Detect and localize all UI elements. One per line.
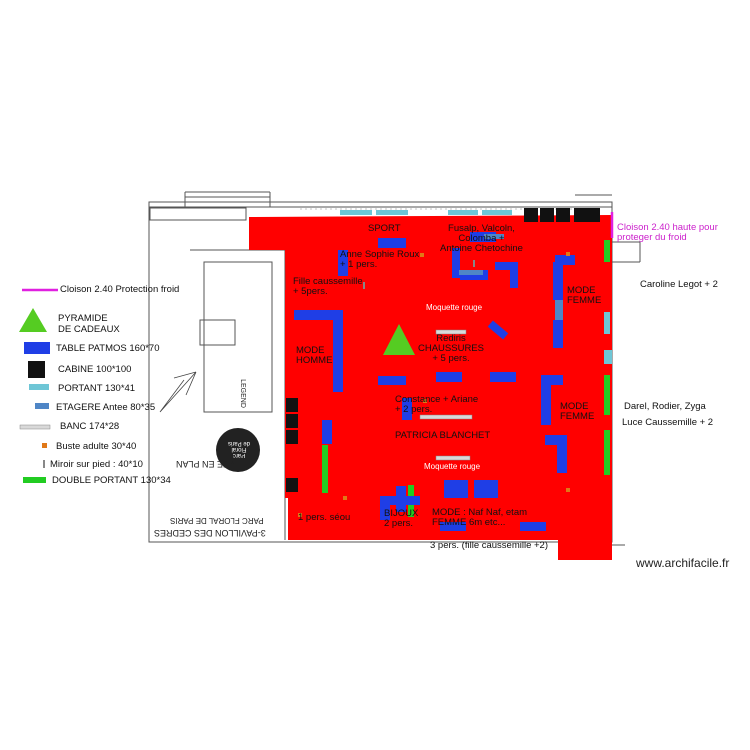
label-moquette-2: Moquette rouge — [424, 462, 481, 471]
cabins — [286, 208, 600, 492]
legend-portant-label: PORTANT 130*41 — [58, 383, 136, 394]
bustes — [298, 252, 570, 517]
legend-banc-label: BANC 174*28 — [60, 421, 120, 432]
red-carpet-floor — [249, 215, 612, 560]
label-mode-homme: MODE HOMME — [296, 345, 333, 366]
legend-pyramide-label: PYRAMIDE DE CADEAUX — [58, 313, 120, 335]
legend-etagere-label: ETAGERE Antee 80*35 — [56, 402, 156, 413]
legend-buste-label: Buste adulte 30*40 — [56, 441, 137, 452]
legend-table-swatch — [24, 342, 50, 354]
label-cloison-right: Cloison 2.40 haute pour proteger du froi… — [617, 222, 718, 243]
legend-pyramide-icon — [19, 308, 47, 332]
north-arrow-icon — [159, 371, 197, 413]
label-patricia: PATRICIA BLANCHET — [395, 430, 491, 441]
label-sport: SPORT — [368, 223, 401, 234]
label-caroline: Caroline Legot + 2 — [640, 279, 718, 290]
label-mode-femme-bottom: MODE : Naf Naf, etam FEMME 6m etc... — [432, 507, 528, 528]
legend-portant-swatch — [29, 384, 49, 390]
label-fille: Fille caussemille + 5pers. — [293, 276, 363, 297]
miroirs — [363, 260, 475, 289]
title-legend: LEGEND — [238, 379, 246, 408]
label-constance: Constance + Ariane + 2 pers. — [395, 394, 479, 415]
bancs — [419, 329, 473, 461]
pyramide-de-cadeaux — [383, 324, 415, 355]
label-moquette-1: Moquette rouge — [426, 303, 483, 312]
table-rotated — [487, 320, 509, 340]
legend-banc-swatch — [19, 424, 51, 430]
label-mode-femme-top: MODE FEMME — [567, 285, 602, 306]
label-darel: Darel, Rodier, Zyga — [624, 401, 706, 412]
legend-double-portant-label: DOUBLE PORTANT 130*34 — [52, 475, 171, 486]
tables-patmos — [294, 232, 575, 531]
legend-miroir-label: Miroir sur pied : 40*10 — [50, 459, 143, 470]
legend-buste-swatch — [42, 443, 47, 448]
label-mode-femme-right: MODE FEMME — [560, 401, 595, 422]
parc-floral-logo — [216, 428, 260, 472]
legend-double-portant-swatch — [23, 477, 46, 483]
label-bijoux: BIJOUX 2 pers. — [384, 508, 419, 529]
etageres — [459, 234, 563, 320]
title-parc: PARC FLORAL DE PARIS — [170, 516, 264, 525]
title-pavillon: 3-PAVILLON DES CEDRES — [154, 528, 266, 538]
legend-cabine-swatch — [28, 361, 45, 378]
legend-miroir-swatch — [43, 460, 45, 468]
legend-etagere-swatch — [35, 403, 49, 409]
portants — [340, 210, 612, 364]
label-luce: Luce Caussemille + 2 — [622, 417, 714, 428]
legend-table-label: TABLE PATMOS 160*70 — [56, 343, 160, 354]
logo-text: Parc Floral de Paris — [228, 440, 251, 458]
label-pers-seou: 1 pers. séou — [298, 512, 351, 523]
legend-cloison-label: Cloison 2.40 Protection froid — [60, 284, 180, 295]
label-fusalp: Fusalp, Valcoln, Colomba + Antoine Cheto… — [440, 223, 523, 254]
label-anne: Anne Sophie Roux + 1 pers. — [340, 249, 420, 270]
legend-cabine-label: CABINE 100*100 — [58, 364, 132, 375]
title-vue-en-plan: VUE EN PLAN — [176, 459, 236, 469]
label-rediris: Rediris CHAUSSURES + 5 pers. — [418, 333, 484, 364]
label-trois-pers: 3 pers. (fille caussemille +2) — [430, 540, 549, 551]
watermark: www.archifacile.fr — [636, 556, 730, 570]
